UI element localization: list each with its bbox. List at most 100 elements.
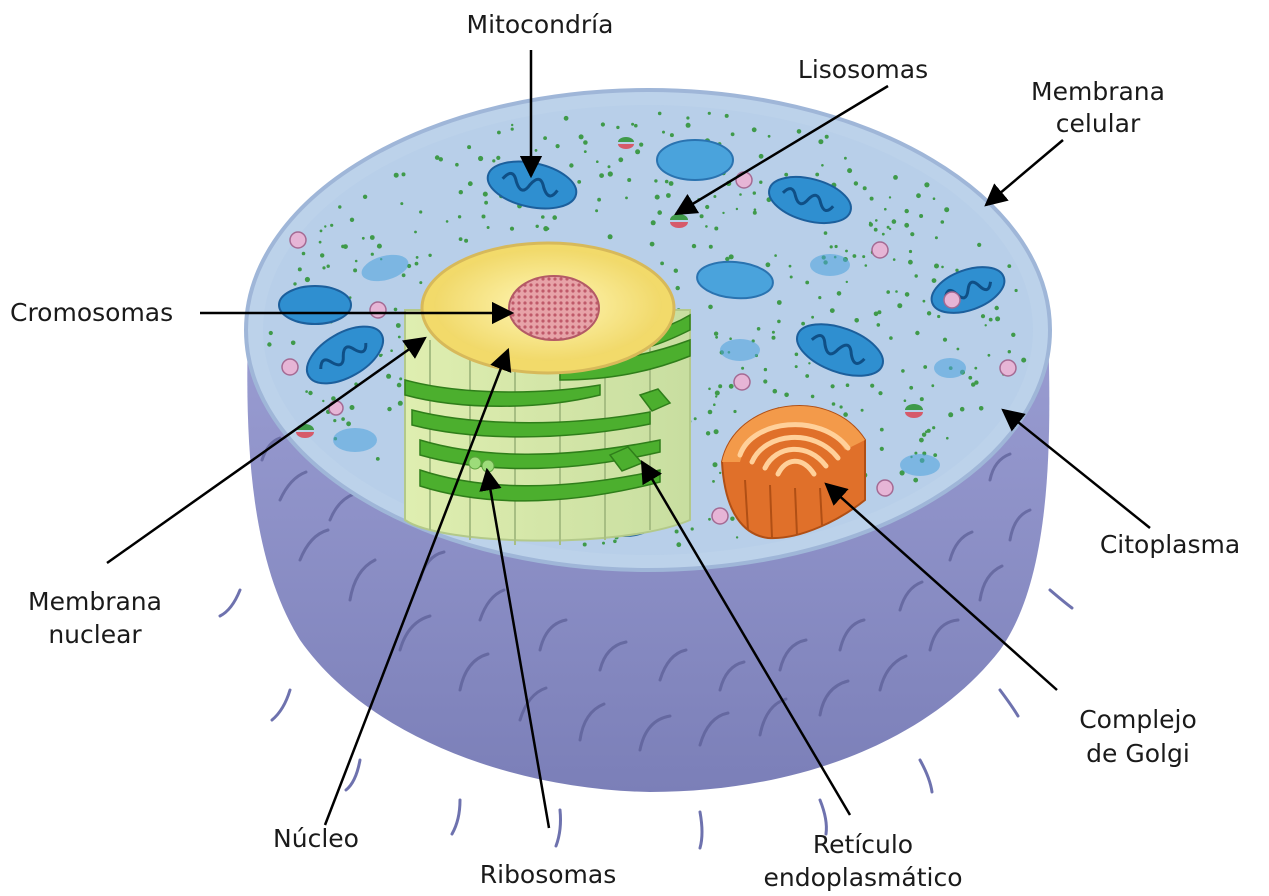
cytoplasm-particle: [350, 218, 354, 222]
cytoplasm-particle: [777, 320, 781, 324]
mitochondrion: [720, 339, 760, 361]
label-membrana-celular-1: Membrana: [1031, 77, 1165, 106]
cytoplasm-particle: [655, 195, 660, 200]
cytoplasm-particle: [725, 114, 729, 118]
cytoplasm-particle: [908, 260, 913, 265]
cytoplasm-particle: [569, 163, 573, 167]
cytoplasm-particle: [932, 426, 935, 429]
cytoplasm-particle: [753, 191, 756, 194]
cytoplasm-particle: [435, 155, 440, 160]
cytoplasm-particle: [608, 165, 611, 168]
cytoplasm-particle: [854, 318, 859, 323]
label-cromosomas: Cromosomas: [10, 298, 173, 327]
cytoplasm-particle: [905, 209, 909, 213]
cytoplasm-particle: [577, 180, 581, 184]
cytoplasm-particle: [831, 384, 835, 388]
cytoplasm-particle: [398, 336, 401, 339]
cytoplasm-particle: [616, 126, 619, 129]
cytoplasm-particle: [320, 253, 324, 257]
cytoplasm-particle: [700, 214, 704, 218]
cytoplasm-particle: [708, 410, 713, 415]
cytoplasm-particle: [467, 145, 471, 149]
cytoplasm-particle: [713, 462, 718, 467]
cytoplasm-particle: [733, 410, 736, 413]
cytoplasm-particle: [635, 149, 640, 154]
cytoplasm-particle: [691, 527, 694, 530]
cytoplasm-particle: [675, 530, 679, 534]
cytoplasm-particle: [830, 245, 833, 248]
cytoplasm-particle: [840, 405, 843, 408]
cytoplasm-particle: [400, 202, 403, 205]
cytoplasm-particle: [845, 250, 848, 253]
cytoplasm-particle: [934, 264, 939, 269]
cytoplasm-particle: [269, 331, 273, 335]
cytoplasm-particle: [1011, 333, 1015, 337]
cytoplasm-particle: [596, 160, 599, 163]
cytoplasm-particle: [714, 332, 718, 336]
cytoplasm-particle: [543, 136, 547, 140]
cytoplasm-particle: [305, 277, 310, 282]
cytoplasm-particle: [877, 310, 881, 314]
cytoplasm-particle: [482, 215, 486, 219]
cytoplasm-particle: [535, 149, 538, 152]
cytoplasm-particle: [564, 116, 569, 121]
cytoplasm-particle: [739, 193, 742, 196]
cytoplasm-particle: [483, 192, 488, 197]
cytoplasm-particle: [390, 349, 393, 352]
label-complejo-golgi-2: de Golgi: [1086, 739, 1190, 768]
cytoplasm-particle: [639, 143, 643, 147]
cytoplasm-particle: [414, 231, 417, 234]
cytoplasm-particle: [736, 208, 738, 210]
cytoplasm-particle: [613, 540, 617, 544]
lysosome: [282, 359, 298, 375]
cytoplasm-particle: [870, 384, 874, 388]
cytoplasm-particle: [818, 296, 821, 299]
cytoplasm-particle: [835, 245, 838, 248]
cytoplasm-particle: [919, 214, 923, 218]
cytoplasm-particle: [705, 205, 709, 209]
cytoplasm-particle: [821, 164, 824, 167]
cytoplasm-particle: [397, 383, 402, 388]
label-reticulo-2: endoplasmático: [763, 863, 962, 892]
cytoplasm-particle: [974, 367, 977, 370]
cytoplasm-particle: [510, 227, 514, 231]
cytoplasm-particle: [459, 237, 463, 241]
label-reticulo-1: Retículo: [813, 830, 913, 859]
cytoplasm-particle: [790, 276, 793, 279]
cytoplasm-particle: [319, 241, 322, 244]
cytoplasm-particle: [832, 402, 836, 406]
cytoplasm-particle: [995, 316, 1000, 321]
cytoplasm-particle: [825, 135, 829, 139]
mitochondrion: [657, 140, 733, 180]
label-membrana-nuclear-2: nuclear: [48, 620, 142, 649]
cytoplasm-particle: [837, 291, 842, 296]
cytoplasm-particle: [468, 181, 473, 186]
cytoplasm-particle: [730, 517, 734, 521]
cytoplasm-particle: [398, 401, 403, 406]
cytoplasm-particle: [322, 400, 324, 402]
cytoplasm-particle: [882, 233, 885, 236]
cytoplasm-particle: [974, 380, 978, 384]
cytoplasm-particle: [602, 542, 605, 545]
cytoplasm-particle: [861, 409, 864, 412]
cytoplasm-particle: [552, 215, 557, 220]
cytoplasm-particle: [880, 428, 884, 432]
cytoplasm-particle: [815, 173, 819, 177]
cytoplasm-particle: [909, 250, 912, 253]
cytoplasm-particle: [715, 395, 717, 397]
cytoplasm-particle: [386, 374, 391, 379]
cytoplasm-particle: [665, 180, 669, 184]
cytoplasm-particle: [718, 384, 722, 388]
cytoplasm-particle: [330, 224, 333, 227]
cytoplasm-particle: [933, 197, 936, 200]
cytoplasm-particle: [715, 336, 718, 339]
mitochondrion: [279, 286, 351, 324]
mitochondrion: [934, 358, 966, 378]
cytoplasm-particle: [801, 322, 805, 326]
cytoplasm-particle: [797, 129, 802, 134]
cytoplasm-particle: [705, 225, 708, 228]
cytoplasm-particle: [927, 429, 931, 433]
cytoplasm-particle: [377, 244, 382, 249]
cytoplasm-particle: [376, 457, 380, 461]
cytoplasm-particle: [922, 433, 926, 437]
